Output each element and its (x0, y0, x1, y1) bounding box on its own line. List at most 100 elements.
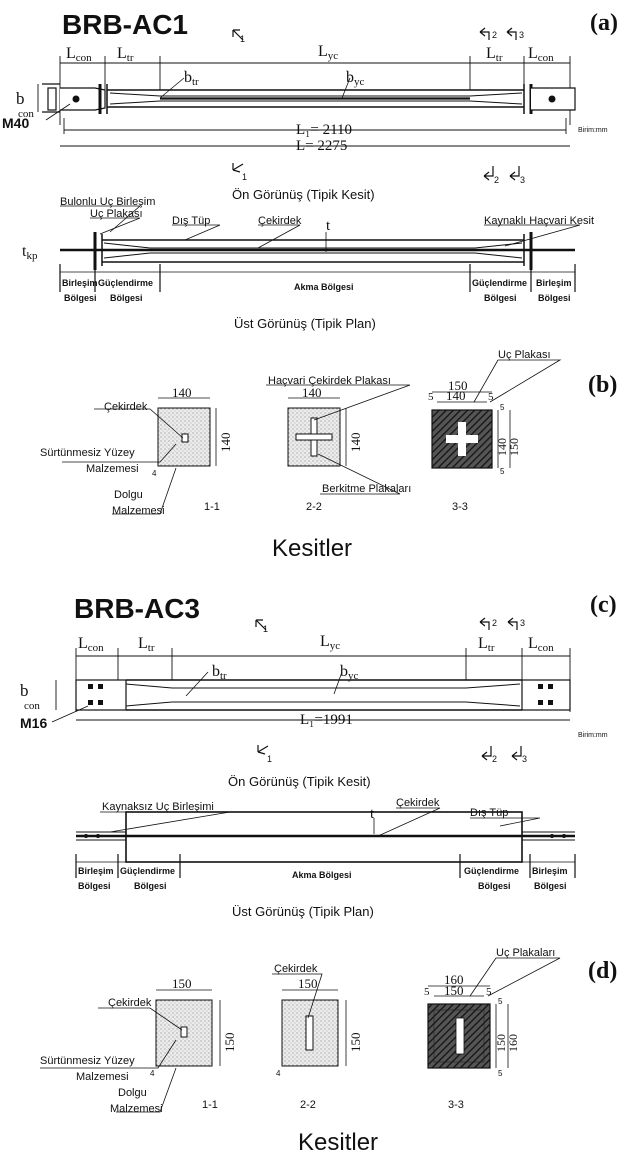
dim-lcon-right: Lcon (528, 45, 554, 64)
bolt-leader-a (45, 103, 71, 121)
section-mark-c-3: 3 (520, 618, 525, 628)
zone-strength-right-1: Güçlendirme (472, 278, 527, 288)
plan-core-c: Çekirdek (396, 797, 440, 809)
brb-a-plan-view (59, 232, 576, 292)
panel-c-title: BRB-AC3 (74, 593, 200, 624)
zone-c-strength-right-1: Güçlendirme (464, 866, 519, 876)
btr-leader (159, 77, 185, 99)
section-mark-c-1: 1 (263, 624, 268, 634)
dim-150-d2-top: 150 (298, 976, 318, 991)
dim-140-b1-top: 140 (172, 385, 192, 400)
brb-a-front-elevation (42, 83, 576, 114)
dim-L1-c: L₁=1991 (300, 712, 353, 728)
dim-4-b1: 4 (152, 469, 157, 478)
zone-connection-left-2: Bölgesi (64, 293, 97, 303)
dim-5-d3-right: 5 (486, 986, 492, 998)
zone-connection-right-2: Bölgesi (538, 293, 571, 303)
panel-d: (d) 150 150 4 Çekirdek Sürtünmesiz Yüzey… (40, 947, 617, 1156)
zone-yield-a: Akma Bölgesi (294, 282, 354, 292)
label-core-b: Çekirdek (104, 401, 148, 413)
bolt-leader-c (51, 705, 89, 723)
section-mark-3b: 3 (520, 175, 525, 185)
section-mark-c-2b: 2 (492, 754, 497, 764)
dim-150-b3-side: 150 (507, 438, 521, 456)
bolt-right-a (548, 95, 556, 103)
zone-labels-c: Birleşim Bölgesi Güçlendirme Bölgesi Akm… (78, 866, 568, 891)
dim-lyc: Lyc (318, 43, 338, 62)
bolts-c (88, 684, 553, 705)
label-fill-b-1: Dolgu (114, 489, 143, 501)
leaders-b1 (62, 408, 184, 515)
dim-c-lcon-left: Lcon (78, 635, 104, 654)
byc-leader-c (333, 671, 343, 695)
label-fill-b-2: Malzemesi (112, 505, 165, 517)
brb-c-plan-view (75, 811, 576, 878)
dim-lcon-left: Lcon (66, 45, 92, 64)
plan-leaders-a (60, 205, 581, 252)
zone-strength-left-1: Güçlendirme (98, 278, 153, 288)
zone-c-strength-left-1: Güçlendirme (120, 866, 175, 876)
section-mark-1: 1 (240, 34, 245, 44)
label-fill-d-2: Malzemesi (110, 1103, 163, 1115)
dim-5-d3-side-top: 5 (498, 997, 503, 1006)
panel-a: BRB-AC1 (a) 1 2 3 1 2 3 Lcon Ltr (2, 9, 618, 331)
dim-140-b2-side: 140 (348, 433, 363, 453)
zone-c-connection-right-2: Bölgesi (534, 881, 567, 891)
dim-ltr-left: Ltr (117, 45, 134, 64)
leaders-b2 (266, 384, 411, 495)
label-2-2-b: 2-2 (306, 501, 322, 513)
dim-5-b3-side-bot: 5 (500, 467, 505, 476)
bolt-label-a: M40 (2, 115, 29, 131)
plan-welded-cross: Kaynaklı Haçvari Kesit (484, 215, 594, 227)
dim-5-d3-side-bot: 5 (498, 1069, 503, 1078)
caption-d: Kesitler (298, 1129, 378, 1156)
panel-c: BRB-AC3 (c) 1 2 3 1 2 3 Lcon Ltr Lyc (20, 592, 617, 919)
dim-c-byc: byc (340, 663, 359, 682)
dim-5-b3-right: 5 (488, 391, 494, 403)
zone-strength-left-2: Bölgesi (110, 293, 143, 303)
btr-leader-c (185, 671, 209, 697)
zone-c-strength-right-2: Bölgesi (478, 881, 511, 891)
dim-5-b3-side-top: 5 (500, 403, 505, 412)
leaders-d2 (272, 973, 323, 1019)
dim-btr: btr (184, 69, 199, 88)
plan-core-a: Çekirdek (258, 215, 302, 227)
label-2-2-d: 2-2 (300, 1099, 316, 1111)
section-1-1-d (155, 989, 221, 1067)
dim-c-ltr-left: Ltr (138, 635, 155, 654)
unit-label-c: Birim:mm (578, 732, 608, 739)
caption-b: Kesitler (272, 535, 352, 562)
zone-c-connection-right-1: Birleşim (532, 866, 568, 876)
leaders-b3 (473, 359, 562, 403)
panel-b-tag: (b) (588, 372, 617, 398)
label-stiffeners-b: Berkitme Plakaları (322, 483, 411, 495)
front-caption-a: Ön Görünüş (Tipik Kesit) (232, 187, 375, 202)
dim-c-ltr-right: Ltr (478, 635, 495, 654)
panel-a-tag: (a) (590, 10, 618, 36)
label-end-plates-d: Uç Plakaları (496, 947, 555, 959)
dim-c-btr: btr (212, 663, 227, 682)
dim-4-d2: 4 (276, 1069, 281, 1078)
label-frictionless-d-2: Malzemesi (76, 1071, 129, 1083)
zone-c-connection-left-1: Birleşim (78, 866, 114, 876)
section-2-2-b (287, 397, 347, 467)
dim-byc: byc (346, 69, 365, 88)
section-mark-3: 3 (519, 30, 524, 40)
dim-140-b1-side: 140 (218, 433, 233, 453)
dim-ltr-right: Ltr (486, 45, 503, 64)
zone-connection-left-1: Birleşim (62, 278, 98, 288)
label-core-d1: Çekirdek (108, 997, 152, 1009)
dim-140-b3: 140 (446, 388, 466, 403)
zone-c-yield: Akma Bölgesi (292, 870, 352, 880)
front-caption-c: Ön Görünüş (Tipik Kesit) (228, 774, 371, 789)
label-1-1-b: 1-1 (204, 501, 220, 513)
label-frictionless-b-1: Sürtünmesiz Yüzey (40, 447, 135, 459)
dim-150-d2-side: 150 (348, 1033, 363, 1053)
zone-labels-a: Birleşim Bölgesi Güçlendirme Bölgesi Akm… (62, 278, 572, 303)
plan-bolted-end: Bulonlu Uç Birleşim (60, 196, 155, 208)
dim-150-d1-top: 150 (172, 976, 192, 991)
bolt-label-c: M16 (20, 715, 47, 731)
plan-bolts-c (84, 834, 566, 838)
